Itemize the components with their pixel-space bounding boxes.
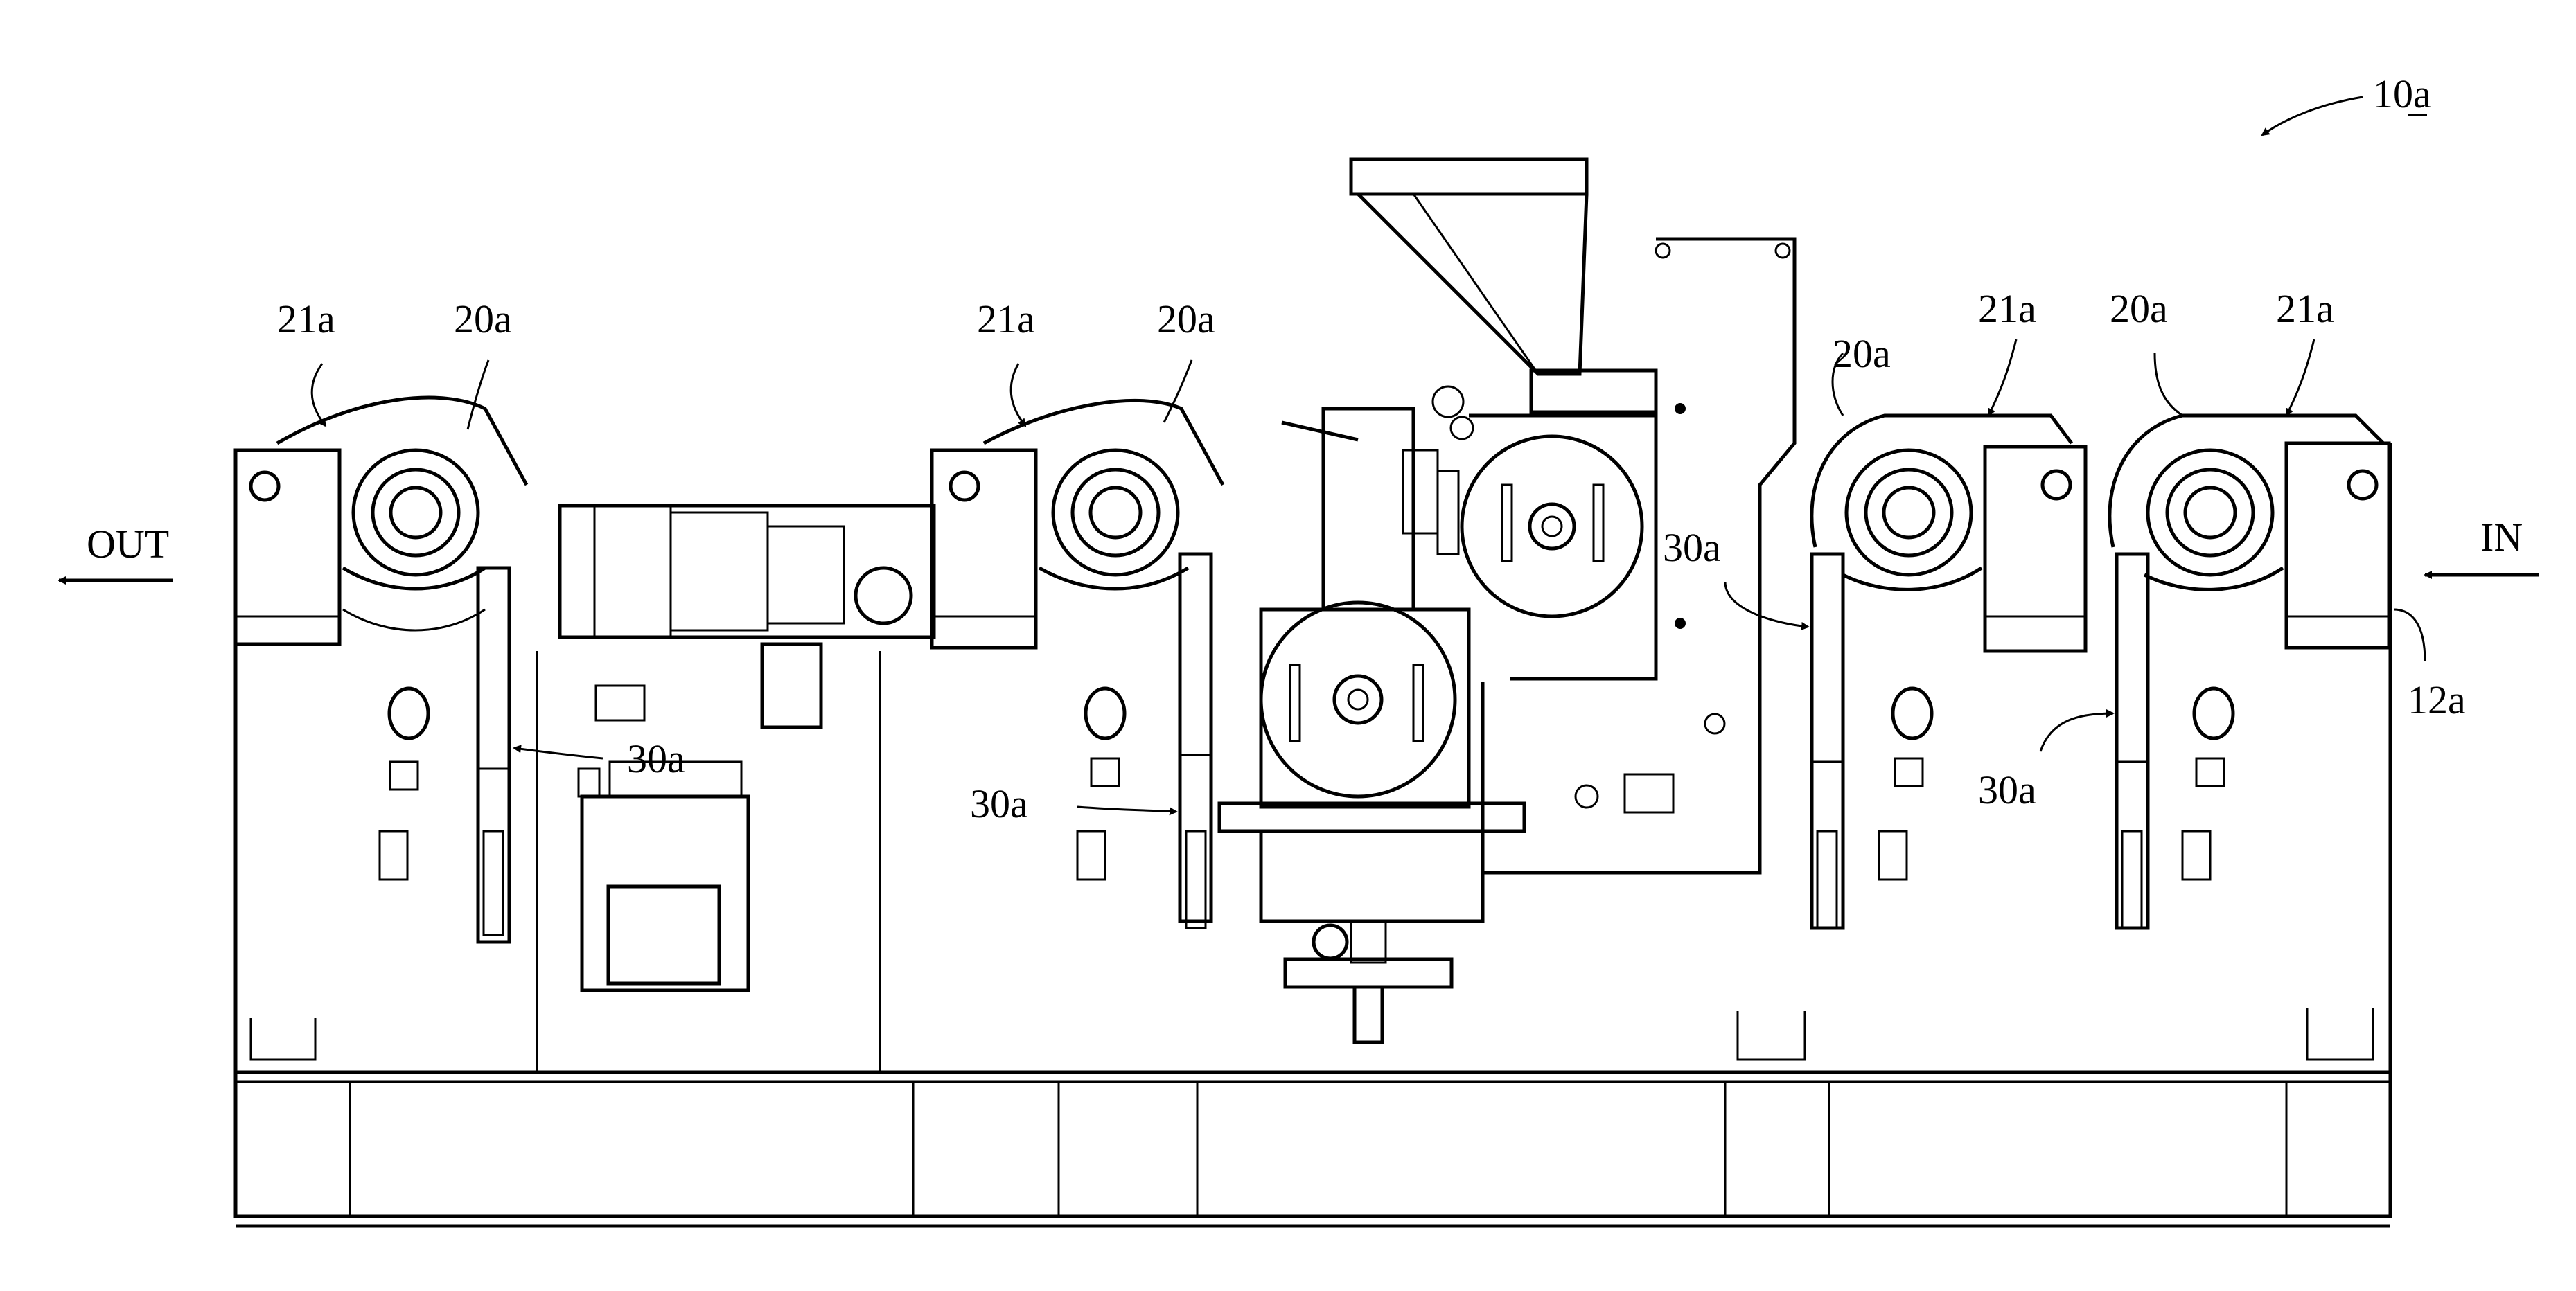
ref-label-cylinder-1: 30a <box>627 736 685 781</box>
ref-label-cover-4: 21a <box>2276 286 2334 331</box>
ref-label-cover-1: 21a <box>277 296 335 341</box>
ref-label-cylinder-4: 30a <box>1978 767 2036 812</box>
ref-label-cover-3: 21a <box>1978 286 2036 331</box>
central-drive-box <box>560 506 934 990</box>
ref-label-frame: 12a <box>2408 677 2466 722</box>
ref-label-gear-3: 20a <box>1833 331 1891 376</box>
station-4 <box>2110 416 2389 928</box>
ref-label-gear-4: 20a <box>2110 286 2168 331</box>
station-3 <box>1812 416 2085 928</box>
out-label: OUT <box>87 522 169 567</box>
ref-label-gear-2: 20a <box>1157 296 1215 341</box>
ref-label-main: 10a <box>2373 71 2431 116</box>
ref-label-cylinder-3: 30a <box>1663 525 1721 570</box>
in-label: IN <box>2480 515 2523 560</box>
ref-label-gear-1: 20a <box>454 296 512 341</box>
station-2 <box>932 400 1223 928</box>
central-motor-assembly <box>1219 159 1794 1042</box>
ref-label-cylinder-2: 30a <box>970 781 1028 826</box>
station-1 <box>236 398 527 942</box>
ref-label-cover-2: 21a <box>977 296 1035 341</box>
